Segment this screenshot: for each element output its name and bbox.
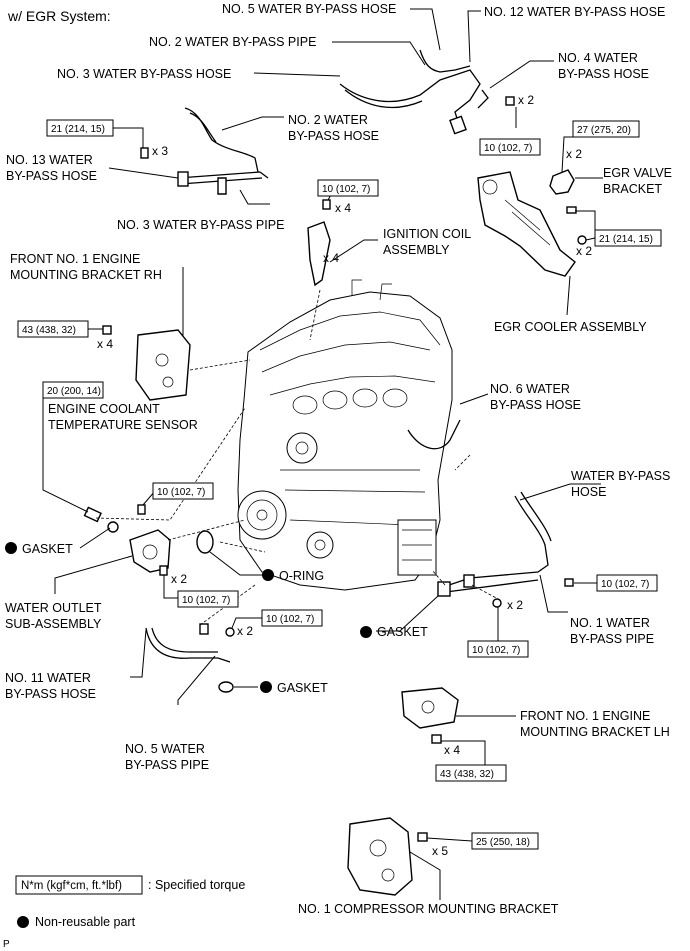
legend-non-reusable-dot	[17, 916, 29, 928]
figure-code: P	[3, 939, 10, 950]
label-no6-water-bypass-hose-1: NO. 6 WATER	[490, 382, 570, 396]
qty-x2-no4: x 2	[518, 93, 534, 107]
label-no11-water-bypass-hose-1: NO. 11 WATER	[5, 671, 91, 685]
label-no1-water-bypass-pipe-2: BY-PASS PIPE	[570, 632, 654, 646]
label-front-mount-bracket-lh-2: MOUNTING BRACKET LH	[520, 725, 670, 739]
torque-20-sensor: 20 (200, 14)	[47, 386, 101, 397]
label-gasket-pipe: GASKET	[277, 681, 328, 695]
qty-x2-outlet: x 2	[171, 572, 187, 586]
torque-10-outlet: 10 (102, 7)	[157, 487, 205, 498]
label-no4-water-bypass-hose-1: NO. 4 WATER	[558, 51, 638, 65]
part-illustrations	[83, 49, 587, 896]
torque-10-outlet-2: 10 (102, 7)	[182, 595, 230, 606]
qty-x4-ignition-bolt: x 4	[335, 201, 351, 215]
label-coolant-temp-sensor-2: TEMPERATURE SENSOR	[48, 418, 198, 432]
label-water-bypass-hose-2: HOSE	[571, 485, 606, 499]
label-no2-water-bypass-hose-1: NO. 2 WATER	[288, 113, 368, 127]
label-water-outlet-2: SUB-ASSEMBLY	[5, 617, 102, 631]
label-egr-cooler-assembly: EGR COOLER ASSEMBLY	[494, 320, 647, 334]
label-no11-water-bypass-hose-2: BY-PASS HOSE	[5, 687, 96, 701]
label-ignition-coil-2: ASSEMBLY	[383, 243, 450, 257]
label-gasket-outlet: GASKET	[22, 542, 73, 556]
non-reusable-dot-o-ring	[262, 569, 274, 581]
label-no5-water-bypass-hose: NO. 5 WATER BY-PASS HOSE	[222, 2, 396, 16]
label-no5-water-bypass-pipe-1: NO. 5 WATER	[125, 742, 205, 756]
non-reusable-dot-gasket-pipe	[260, 681, 272, 693]
label-front-mount-bracket-rh-1: FRONT NO. 1 ENGINE	[10, 252, 140, 266]
label-egr-valve-bracket-2: BRACKET	[603, 182, 662, 196]
non-reusable-markers	[5, 542, 372, 928]
label-water-bypass-hose-1: WATER BY-PASS	[571, 469, 670, 483]
torque-10-ignition: 10 (102, 7)	[322, 184, 370, 195]
label-coolant-temp-sensor-1: ENGINE COOLANT	[48, 402, 160, 416]
label-no6-water-bypass-hose-2: BY-PASS HOSE	[490, 398, 581, 412]
label-no13-water-bypass-hose-2: BY-PASS HOSE	[6, 169, 97, 183]
qty-x4-lh: x 4	[444, 743, 460, 757]
label-no5-water-bypass-pipe-2: BY-PASS PIPE	[125, 758, 209, 772]
torque-10-gasket: 10 (102, 7)	[472, 645, 520, 656]
non-reusable-dot-gasket-bypass	[360, 626, 372, 638]
torque-25-compressor: 25 (250, 18)	[476, 837, 530, 848]
label-no4-water-bypass-hose-2: BY-PASS HOSE	[558, 67, 649, 81]
legend-non-reusable-part: Non-reusable part	[35, 915, 136, 929]
torque-10-no1-pipe: 10 (102, 7)	[601, 579, 649, 590]
label-no2-water-bypass-hose-2: BY-PASS HOSE	[288, 129, 379, 143]
qty-x2-egr: x 2	[576, 244, 592, 258]
qty-x2-bypass: x 2	[507, 598, 523, 612]
dashed-assembly-lines	[95, 289, 501, 626]
legend-torque-units: N*m (kgf*cm, ft.*lbf)	[21, 880, 122, 892]
qty-x5: x 5	[432, 844, 448, 858]
torque-10-no4: 10 (102, 7)	[484, 143, 532, 154]
system-title: w/ EGR System:	[7, 8, 111, 24]
torque-43-lh: 43 (438, 32)	[440, 769, 494, 780]
label-no3-water-bypass-pipe: NO. 3 WATER BY-PASS PIPE	[117, 218, 284, 232]
label-o-ring: O-RING	[279, 569, 324, 583]
qty-x2-egr-bracket: x 2	[566, 147, 582, 161]
label-egr-valve-bracket-1: EGR VALVE	[603, 166, 672, 180]
label-front-mount-bracket-lh-1: FRONT NO. 1 ENGINE	[520, 709, 650, 723]
torque-21-no13: 21 (214, 15)	[51, 124, 105, 135]
qty-x4-rh: x 4	[97, 337, 113, 351]
non-reusable-dot-gasket-outlet	[5, 542, 17, 554]
label-no2-water-bypass-pipe: NO. 2 WATER BY-PASS PIPE	[149, 35, 316, 49]
label-gasket-bypass: GASKET	[377, 625, 428, 639]
label-no13-water-bypass-hose-1: NO. 13 WATER	[6, 153, 93, 167]
qty-x4-ignition-coil: x 4	[323, 251, 339, 265]
label-water-outlet-1: WATER OUTLET	[5, 601, 102, 615]
label-ignition-coil-1: IGNITION COIL	[383, 227, 471, 241]
torque-43-rh: 43 (438, 32)	[22, 325, 76, 336]
label-no12-water-bypass-hose: NO. 12 WATER BY-PASS HOSE	[484, 5, 665, 19]
torque-27-egr-bracket: 27 (275, 20)	[577, 125, 631, 136]
torque-spec-boxes	[15, 119, 662, 895]
label-front-mount-bracket-rh-2: MOUNTING BRACKET RH	[10, 268, 162, 282]
label-no1-compressor-bracket: NO. 1 COMPRESSOR MOUNTING BRACKET	[298, 902, 559, 916]
qty-x3: x 3	[152, 144, 168, 158]
qty-x2-no5-pipe: x 2	[237, 624, 253, 638]
label-no1-water-bypass-pipe-1: NO. 1 WATER	[570, 616, 650, 630]
legend-specified-torque: : Specified torque	[148, 878, 245, 892]
torque-10-no5-pipe: 10 (102, 7)	[266, 614, 314, 625]
label-no3-water-bypass-hose: NO. 3 WATER BY-PASS HOSE	[57, 67, 231, 81]
engine-illustration	[237, 279, 461, 591]
torque-21-egr: 21 (214, 15)	[599, 234, 653, 245]
